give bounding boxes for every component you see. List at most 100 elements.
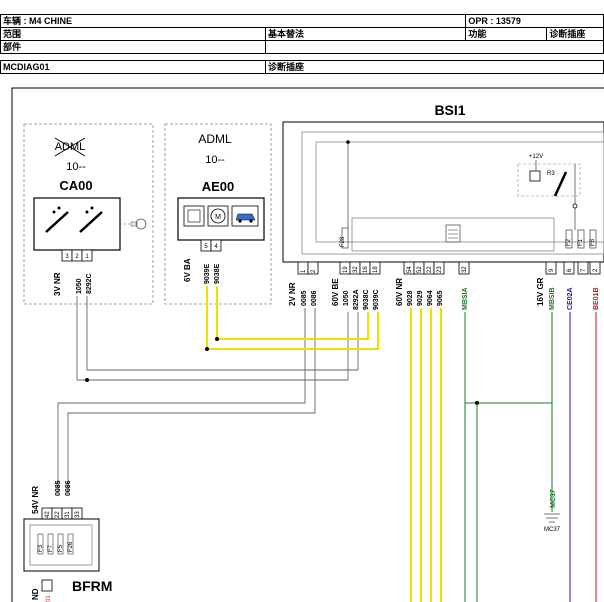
wire-8292 — [86, 296, 359, 371]
supply-label: +12V — [529, 154, 543, 160]
wire-9038 — [216, 286, 369, 340]
wire-label-9065: 9065 — [437, 290, 444, 306]
wire-label-mbsib: MBSIB — [549, 287, 556, 310]
bsi-inner-box — [301, 131, 604, 255]
bfrm-code: BFRM — [72, 578, 112, 594]
wire-label-9064: 9064 — [427, 290, 434, 306]
wire-label-0085: 0085 — [301, 290, 308, 306]
bsi-title: BSI1 — [434, 102, 465, 118]
wire-label-9039e: 9039E — [204, 263, 211, 284]
pin-label: 22 — [55, 511, 61, 518]
pin-label: 32 — [462, 266, 468, 273]
relay-box — [517, 163, 581, 197]
header-table: 车辆 : M4 CHINE OPR : 13579 范围 基本替法 功能 诊断插… — [0, 14, 604, 74]
bsi-connector-60vnr — [403, 261, 470, 275]
pin-label: 2 — [311, 269, 317, 273]
wire-label-1050: 1050 — [343, 290, 350, 306]
ae00-code: AE00 — [202, 179, 235, 194]
cross-mark — [54, 137, 86, 157]
bsi-module-box — [351, 217, 555, 252]
wire-label-8292a: 8292A — [353, 289, 360, 310]
code-desc-cell: 诊断插座 — [265, 60, 604, 74]
wire-label-9039c: 9039C — [373, 289, 380, 310]
wire-label-9029: 9029 — [417, 290, 424, 306]
relay-coil — [529, 170, 541, 182]
ca00-conn-label: 3V NR — [53, 272, 62, 296]
bsi-connector-60vbe — [339, 261, 381, 275]
pin-label: 31 — [65, 511, 71, 518]
pin-label: 4 — [214, 244, 218, 250]
fuse-f2-label: F2 — [566, 238, 572, 246]
wire-label-0086-bfrm: 0086 — [65, 480, 72, 496]
pin-label: 33 — [75, 511, 81, 518]
pin-label: 1 — [85, 254, 89, 260]
wire-label-ce02a: CE02A — [567, 287, 574, 310]
ca00-switch-box — [33, 197, 121, 251]
ca00-version: 10-- — [66, 161, 86, 173]
pin-label: 54 — [407, 266, 413, 273]
bsi-conn-label-2vnr: 2V NR — [288, 282, 297, 306]
ca00-contact-1 — [45, 211, 69, 233]
bfrm-box — [23, 518, 100, 572]
pin-label: 1 — [301, 269, 307, 273]
wire-label-9038e: 9038E — [214, 263, 221, 284]
wire-label-9028: 9028 — [407, 290, 414, 306]
fuse-label: F7 — [48, 544, 54, 552]
pin-label: 6 — [567, 268, 573, 272]
part-empty-cell — [265, 40, 604, 54]
wire-label-be01b: BE01B — [593, 287, 600, 310]
ground-icon — [544, 513, 560, 523]
wire-1050 — [76, 296, 349, 381]
fuse-label: F26 — [68, 541, 74, 552]
pin-label: 7 — [581, 268, 587, 272]
chip-icon — [183, 205, 205, 227]
diagram-frame — [11, 87, 604, 602]
ca00-box — [23, 123, 154, 305]
fuse-f1 — [577, 229, 585, 249]
fuse-label: F3 — [38, 544, 44, 552]
ae00-version: 10-- — [205, 154, 225, 166]
pin-label: 2 — [75, 254, 79, 260]
bfrm-inner-box — [29, 524, 93, 566]
ca00-code: CA00 — [59, 178, 92, 193]
pin-label: 9 — [549, 268, 555, 272]
wire-label-0086: 0086 — [311, 290, 318, 306]
pin-label: 32 — [353, 266, 359, 273]
key-icon — [130, 218, 147, 230]
wire-label-mc37: MC37 — [550, 489, 557, 508]
ca00-pin-box — [81, 249, 93, 262]
ca00-contact-2 — [79, 211, 103, 233]
bfrm-conn-label: 54V NR — [31, 486, 40, 514]
motor-icon — [207, 205, 229, 227]
header-block: 车辆 : M4 CHINE OPR : 13579 范围 基本替法 功能 诊断插… — [0, 0, 604, 78]
relay-label: R3 — [547, 171, 555, 177]
fuse-f8 — [589, 229, 597, 249]
bsi-conn-label-60vnr: 60V NR — [395, 278, 404, 306]
ae00-box — [164, 123, 272, 305]
bsi-conn-label-16vgr: 16V GR — [536, 277, 545, 306]
part-cell: 部件 — [0, 40, 266, 54]
pin-label: 23 — [437, 266, 443, 273]
bsi-conn-label-60vbe: 60V BE — [331, 278, 340, 306]
wire-9039 — [206, 286, 379, 350]
car-icon — [231, 205, 259, 227]
pin-label: 42 — [45, 511, 51, 518]
bfrm-bottom-label: ND — [31, 588, 40, 600]
bsi-connector-2vnr — [297, 261, 319, 275]
pin-label: 2 — [593, 268, 599, 272]
chip-icon — [445, 224, 461, 243]
bfrm-fuses — [37, 533, 74, 555]
bsi-connector-16vgr — [545, 261, 601, 275]
bfrm-bottom-pin-label: 01 — [46, 595, 52, 602]
fuse-f28-label: F28 — [340, 236, 346, 247]
fuse-label: F5 — [58, 544, 64, 552]
fuse-f1-label: F1 — [578, 238, 584, 246]
fuse-f8-label: F8 — [590, 238, 596, 246]
wire-label-0085-bfrm: 0085 — [55, 480, 62, 496]
ground-label: MC37 — [544, 527, 561, 533]
pin-label: 19 — [343, 266, 349, 273]
pin-label: 52 — [417, 266, 423, 273]
pin-label: 16 — [363, 266, 369, 273]
bfrm-bottom-pin — [41, 579, 53, 592]
